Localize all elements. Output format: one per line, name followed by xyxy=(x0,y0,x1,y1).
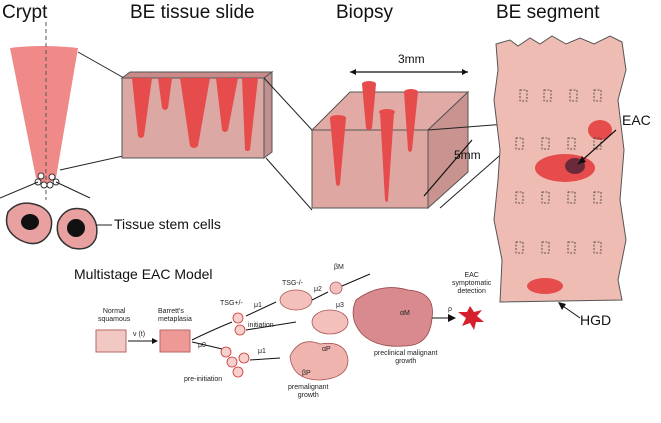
label-mu3: μ3 xyxy=(336,302,344,309)
biopsy-block xyxy=(310,69,507,210)
label-mu1: μ1 xyxy=(254,302,262,309)
label-mu0: μ0 xyxy=(198,342,206,349)
header-biopsy: Biopsy xyxy=(336,2,394,23)
label-pre-initiation: pre-initiation xyxy=(184,376,223,383)
label-tsg-mm: TSG-/- xyxy=(282,280,303,287)
be-tissue-slide xyxy=(120,71,274,159)
stem-cells xyxy=(5,202,112,250)
header-be-tissue-slide: BE tissue slide xyxy=(130,2,255,23)
label-alpha-p: αP xyxy=(322,346,331,353)
label-rho: ρ xyxy=(448,306,452,313)
label-3mm: 3mm xyxy=(398,52,425,66)
header-crypt: Crypt xyxy=(2,2,48,23)
label-mu2: μ2 xyxy=(314,286,322,293)
label-tissue-stem-cells: Tissue stem cells xyxy=(114,216,221,232)
crypt-figure xyxy=(0,22,91,200)
model-title: Multistage EAC Model xyxy=(74,266,213,282)
label-nu-t: ν (t) xyxy=(133,331,146,338)
header-be-segment: BE segment xyxy=(496,2,600,23)
be-segment xyxy=(493,35,627,319)
label-eac: EAC xyxy=(622,112,651,128)
label-beta-m: βM xyxy=(334,264,344,271)
label-mu1b: μ1 xyxy=(258,348,266,355)
label-5mm: 5mm xyxy=(454,148,481,162)
multistage-model xyxy=(95,273,484,381)
label-tsg-pm: TSG+/- xyxy=(220,300,243,307)
label-initiation: initiation xyxy=(248,322,274,329)
label-beta-p: βP xyxy=(302,370,311,377)
label-alpha-m: αM xyxy=(400,310,410,317)
label-hgd: HGD xyxy=(580,312,612,328)
